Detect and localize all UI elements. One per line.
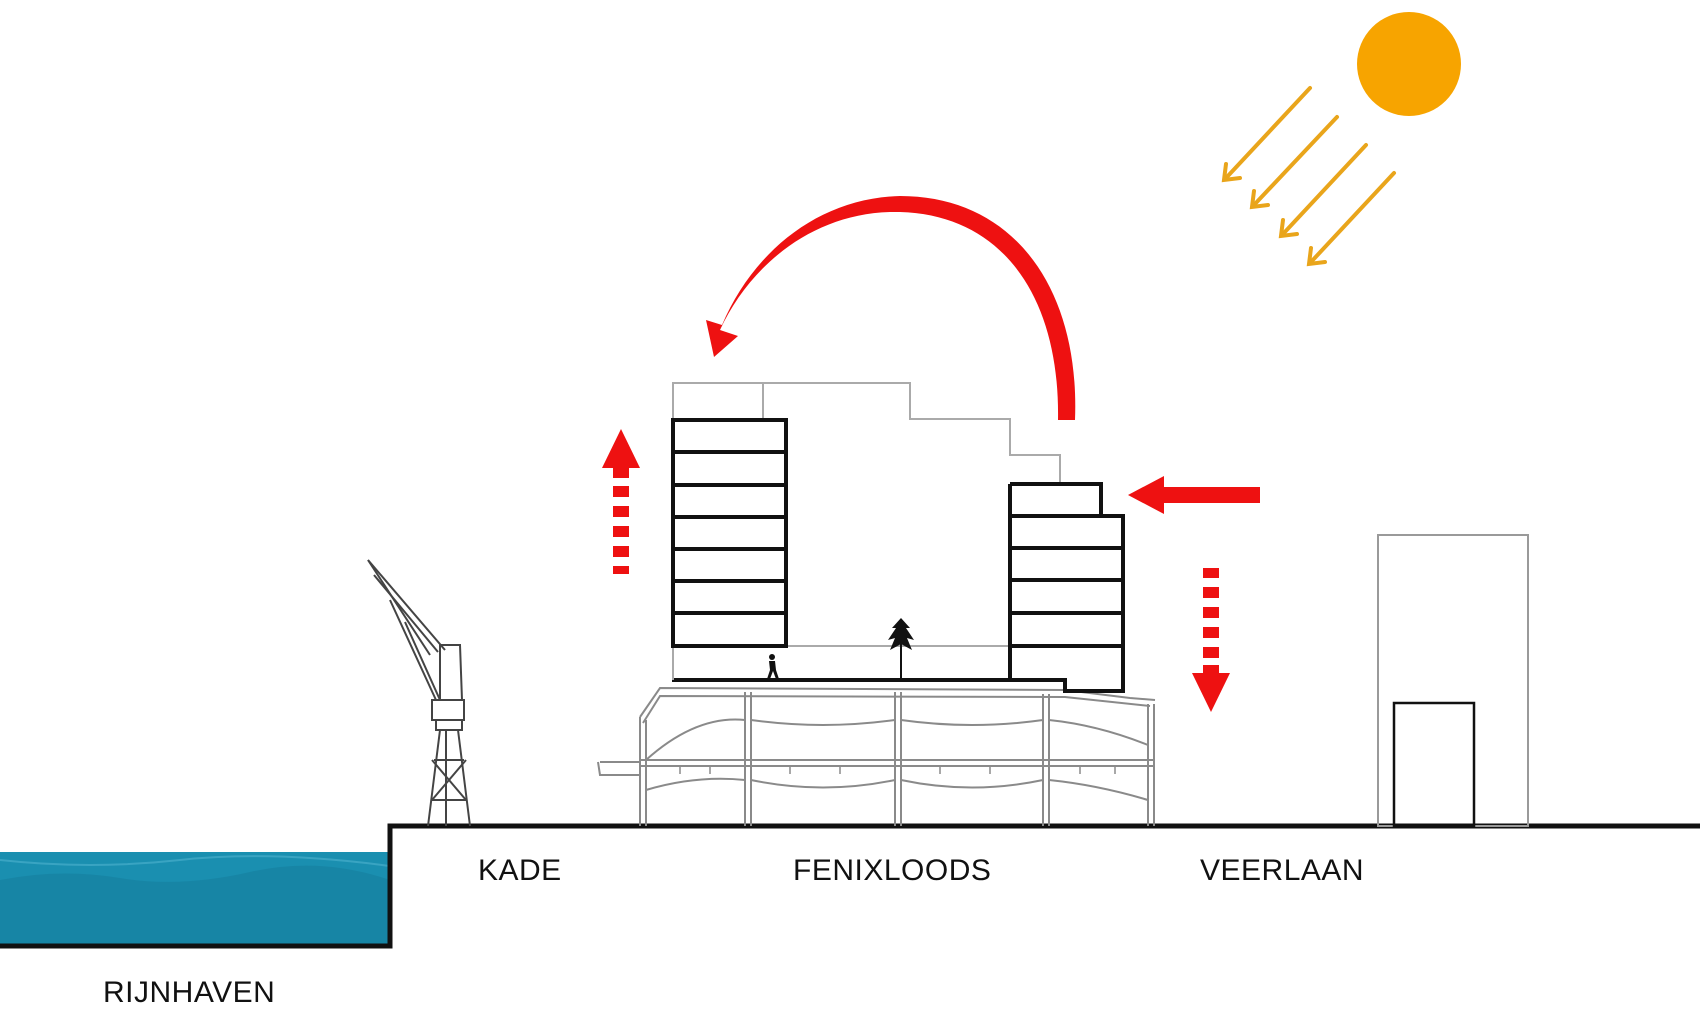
label-kade: KADE	[478, 854, 562, 887]
right-tower	[1008, 482, 1125, 691]
pedestrian-icon	[767, 654, 779, 679]
wind-arrows	[602, 196, 1260, 712]
label-rijnhaven: RIJNHAVEN	[103, 976, 276, 1009]
veerlaan-building	[1377, 534, 1529, 828]
label-fenixloods: FENIXLOODS	[793, 854, 992, 887]
water-basin	[0, 852, 391, 946]
tree-icon	[888, 618, 914, 680]
fenixloods-warehouse	[597, 686, 1156, 826]
arrow-down-dashed	[1192, 568, 1230, 712]
curved-arrow	[706, 196, 1076, 420]
label-veerlaan: VEERLAAN	[1200, 854, 1365, 887]
massing-outline	[672, 382, 1061, 680]
left-tower	[671, 418, 788, 648]
sun-rays	[1221, 86, 1396, 267]
arrow-up-dashed	[602, 429, 640, 574]
roof-deck	[672, 678, 1125, 693]
sun-icon	[1357, 12, 1461, 116]
ground-line	[0, 823, 1700, 949]
arrow-left	[1128, 476, 1260, 514]
crane-icon	[367, 559, 471, 827]
